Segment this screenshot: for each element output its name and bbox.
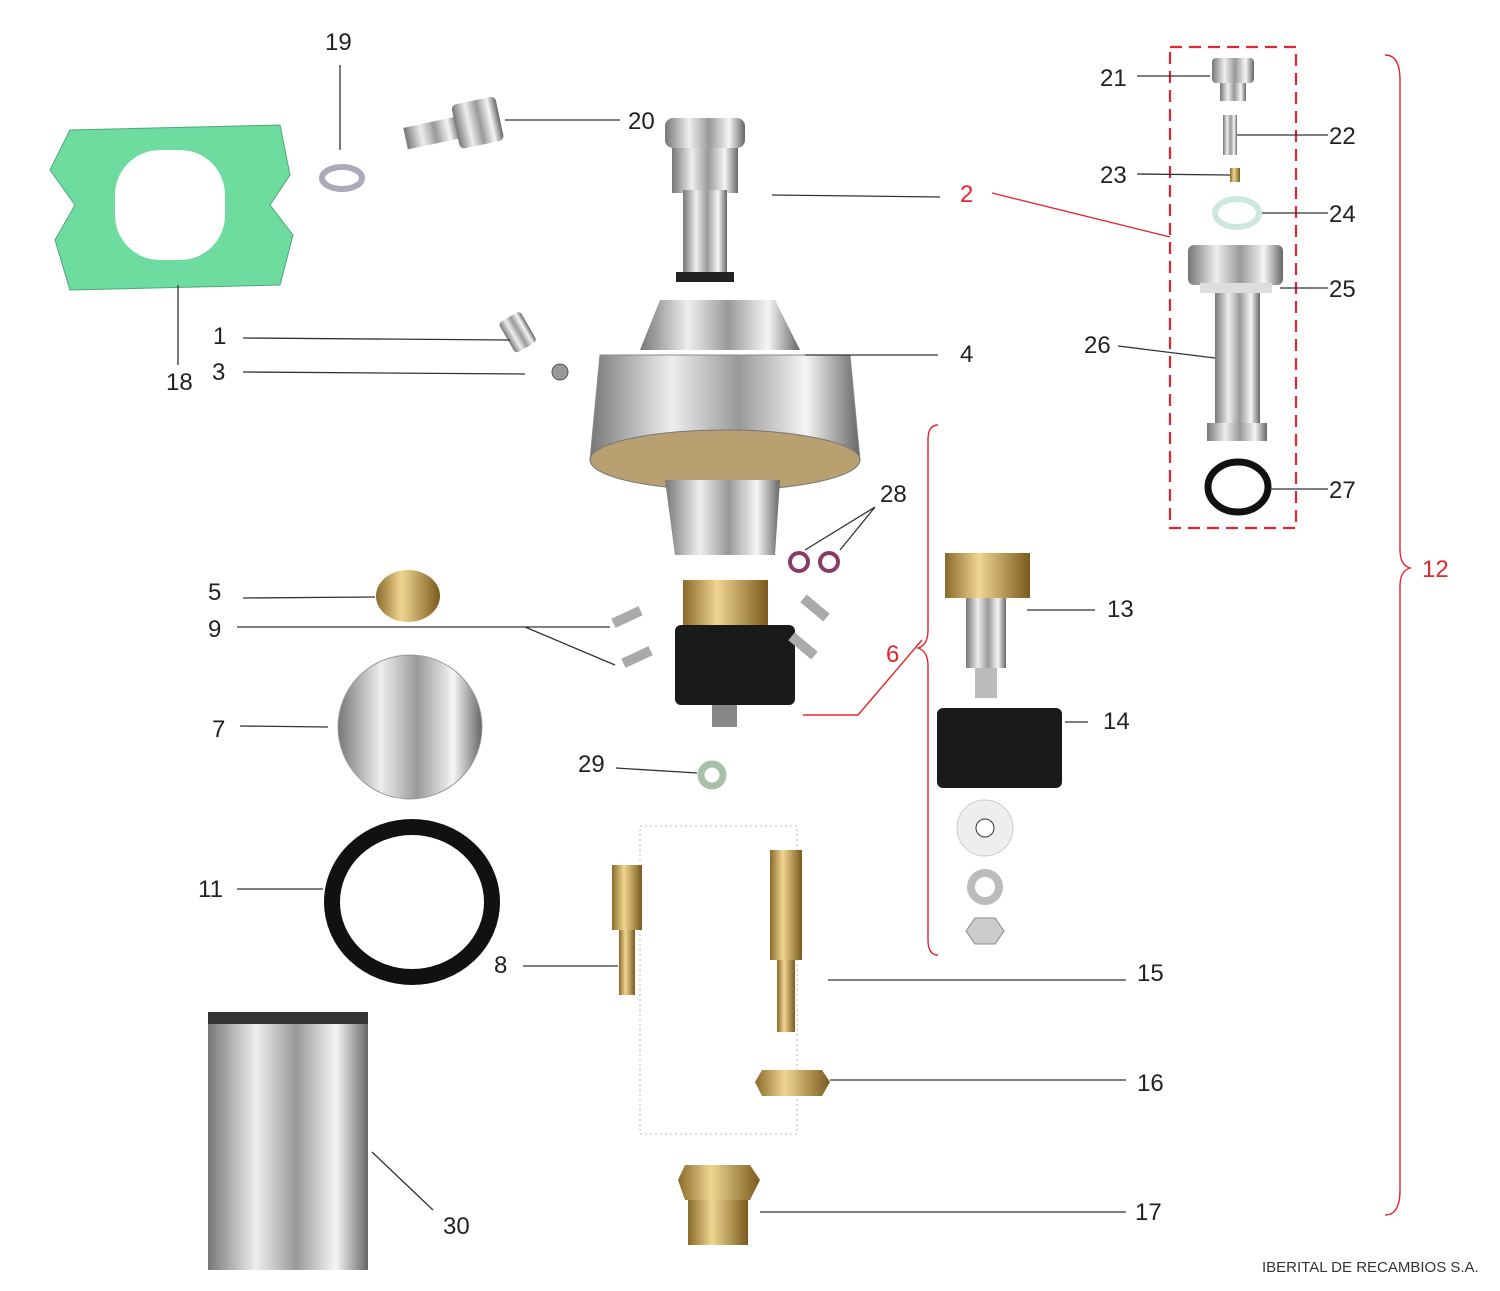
coil-nut — [965, 917, 1005, 945]
part-27-oring — [1204, 458, 1272, 516]
callout-27: 27 — [1329, 477, 1356, 504]
footer-company: IBERITAL DE RECAMBIOS S.A. — [1262, 1259, 1479, 1276]
callout-18: 18 — [166, 369, 193, 396]
part-22-pin — [1223, 115, 1237, 155]
part-9-screws — [611, 594, 830, 668]
part-28-orings — [788, 551, 840, 573]
part-16-nut — [755, 1070, 830, 1096]
callout-25: 25 — [1329, 276, 1356, 303]
callout-9: 9 — [208, 616, 221, 643]
part-1-screw — [499, 312, 536, 353]
callout-29: 29 — [578, 751, 605, 778]
callout-3: 3 — [212, 359, 225, 386]
callout-labels: 19 20 2 18 1 3 4 21 22 23 24 25 26 27 28… — [166, 29, 1449, 1240]
callout-23: 23 — [1100, 162, 1127, 189]
brace-12 — [1384, 54, 1413, 1216]
part-14-coil — [937, 708, 1062, 788]
part-7-shower-screen — [337, 654, 483, 800]
part-30-plate — [208, 1012, 368, 1270]
callout-8: 8 — [494, 952, 507, 979]
callout-22: 22 — [1329, 123, 1356, 150]
callout-28: 28 — [880, 481, 907, 508]
assembly-box — [639, 825, 798, 1135]
part-5-disc — [376, 570, 440, 622]
callout-19: 19 — [325, 29, 352, 56]
callout-24: 24 — [1329, 201, 1356, 228]
part-3-nut — [551, 363, 569, 381]
callout-6: 6 — [886, 641, 899, 668]
callout-15: 15 — [1137, 960, 1164, 987]
part-13-armature — [945, 553, 1030, 698]
part-17-fitting — [678, 1165, 760, 1245]
brace-6 — [915, 424, 939, 956]
callout-12: 12 — [1422, 556, 1449, 583]
part-30-edge — [208, 1012, 368, 1024]
leader-lines — [177, 65, 1328, 1213]
part-2-body — [665, 118, 745, 282]
part-19-washer — [319, 164, 365, 192]
callout-21: 21 — [1100, 65, 1127, 92]
part-4-group-head — [589, 300, 861, 555]
callout-17: 17 — [1135, 1199, 1162, 1226]
callout-30: 30 — [443, 1213, 470, 1240]
part-18-gasket — [49, 124, 294, 291]
callout-26: 26 — [1084, 332, 1111, 359]
callout-4: 4 — [960, 341, 973, 368]
part-11-gasket — [324, 819, 500, 985]
callout-14: 14 — [1103, 708, 1130, 735]
callout-2: 2 — [960, 181, 973, 208]
callout-13: 13 — [1107, 596, 1134, 623]
callout-1: 1 — [213, 323, 226, 350]
callout-7: 7 — [212, 716, 225, 743]
part-24-ring — [1212, 196, 1262, 230]
part-23-jet — [1230, 168, 1240, 182]
part-6-solenoid-valve — [675, 580, 795, 727]
callout-20: 20 — [628, 108, 655, 135]
part-29-washer — [697, 760, 727, 790]
part-8-nipple — [612, 865, 642, 995]
callout-5: 5 — [208, 579, 221, 606]
callout-11: 11 — [198, 876, 223, 903]
coil-washer — [967, 869, 1003, 905]
coil-label-hole — [975, 818, 995, 838]
part-20-screw — [403, 96, 504, 150]
part-25-26-spout — [1188, 245, 1283, 441]
part-21-cap — [1212, 58, 1254, 101]
part-15-nipple — [770, 850, 802, 1032]
callout-16: 16 — [1137, 1070, 1164, 1097]
